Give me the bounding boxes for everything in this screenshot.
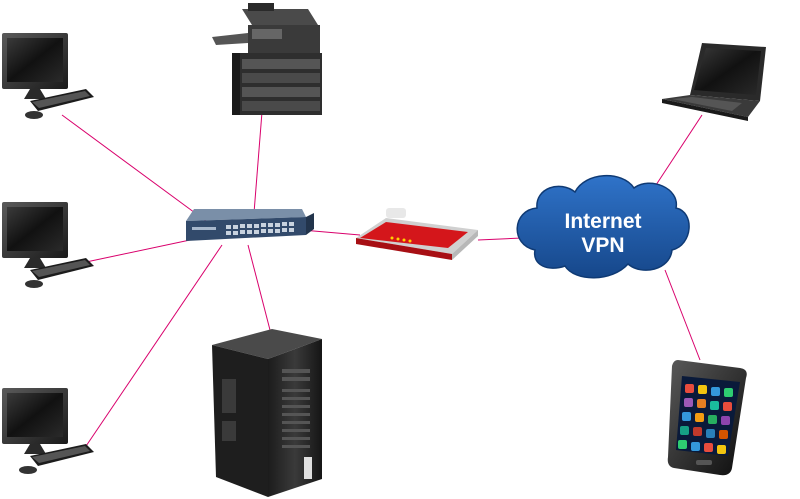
tower-server-icon bbox=[212, 329, 322, 497]
link-switch-router bbox=[301, 229, 361, 236]
desktop-computer-icon bbox=[2, 33, 94, 119]
link-desktop1-switch bbox=[61, 114, 207, 222]
link-printer-switch bbox=[253, 111, 263, 214]
link-cloud-laptop bbox=[655, 114, 703, 186]
connection-lines bbox=[61, 111, 703, 456]
network-switch-icon bbox=[186, 209, 314, 241]
link-server-switch bbox=[247, 244, 271, 331]
smartphone-icon bbox=[667, 360, 747, 476]
link-desktop3-switch bbox=[79, 244, 223, 456]
link-desktop2-switch bbox=[71, 239, 191, 266]
laptop-icon bbox=[662, 43, 766, 121]
link-cloud-phone bbox=[664, 269, 701, 361]
cloud-label-line1: Internet bbox=[564, 210, 641, 233]
internet-vpn-cloud: Internet VPN bbox=[516, 175, 690, 279]
router-icon bbox=[356, 208, 478, 260]
cloud-label-line2: VPN bbox=[581, 234, 624, 257]
link-router-cloud bbox=[477, 237, 523, 241]
desktop-computer-icon bbox=[2, 202, 94, 288]
desktop-computer-icon bbox=[2, 388, 94, 474]
copier-printer-icon bbox=[212, 3, 322, 115]
